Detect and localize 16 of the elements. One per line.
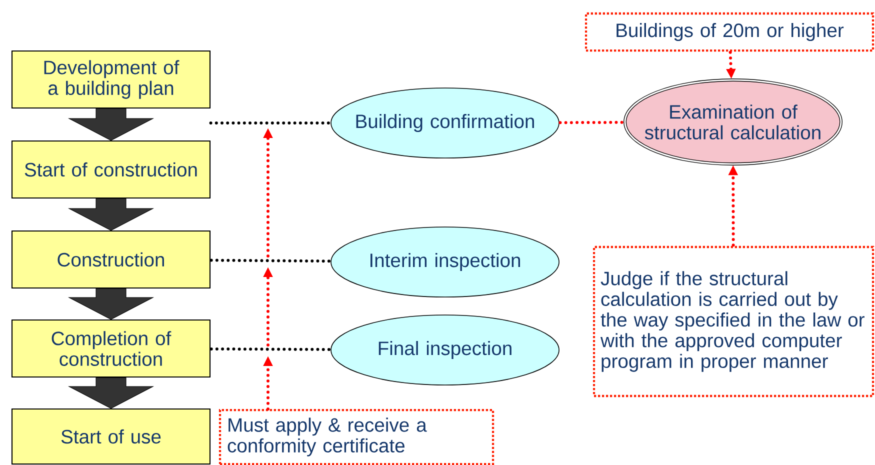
process-box: Development of a building plan bbox=[11, 50, 211, 109]
process-box: Completion of construction bbox=[11, 319, 211, 378]
block-arrow bbox=[68, 288, 154, 320]
note-box: Must apply & receive a conformity certificate bbox=[218, 408, 494, 465]
note-box: Buildings of 20m or higher bbox=[584, 12, 874, 52]
note-box: Judge if the structural calculation is carried out by the way specified in the law or with the approved computer program in proper manner bbox=[592, 246, 874, 398]
dotted-line bbox=[209, 122, 332, 124]
dotted-line bbox=[210, 258, 332, 263]
dotted-line bbox=[210, 347, 332, 351]
block-arrow bbox=[68, 198, 154, 231]
block-arrow bbox=[68, 377, 154, 409]
block-arrow bbox=[68, 108, 154, 141]
process-box: Start of use bbox=[11, 408, 211, 465]
process-box: Start of construction bbox=[11, 140, 211, 199]
process-box: Construction bbox=[11, 230, 211, 289]
dotted-line bbox=[558, 120, 626, 124]
